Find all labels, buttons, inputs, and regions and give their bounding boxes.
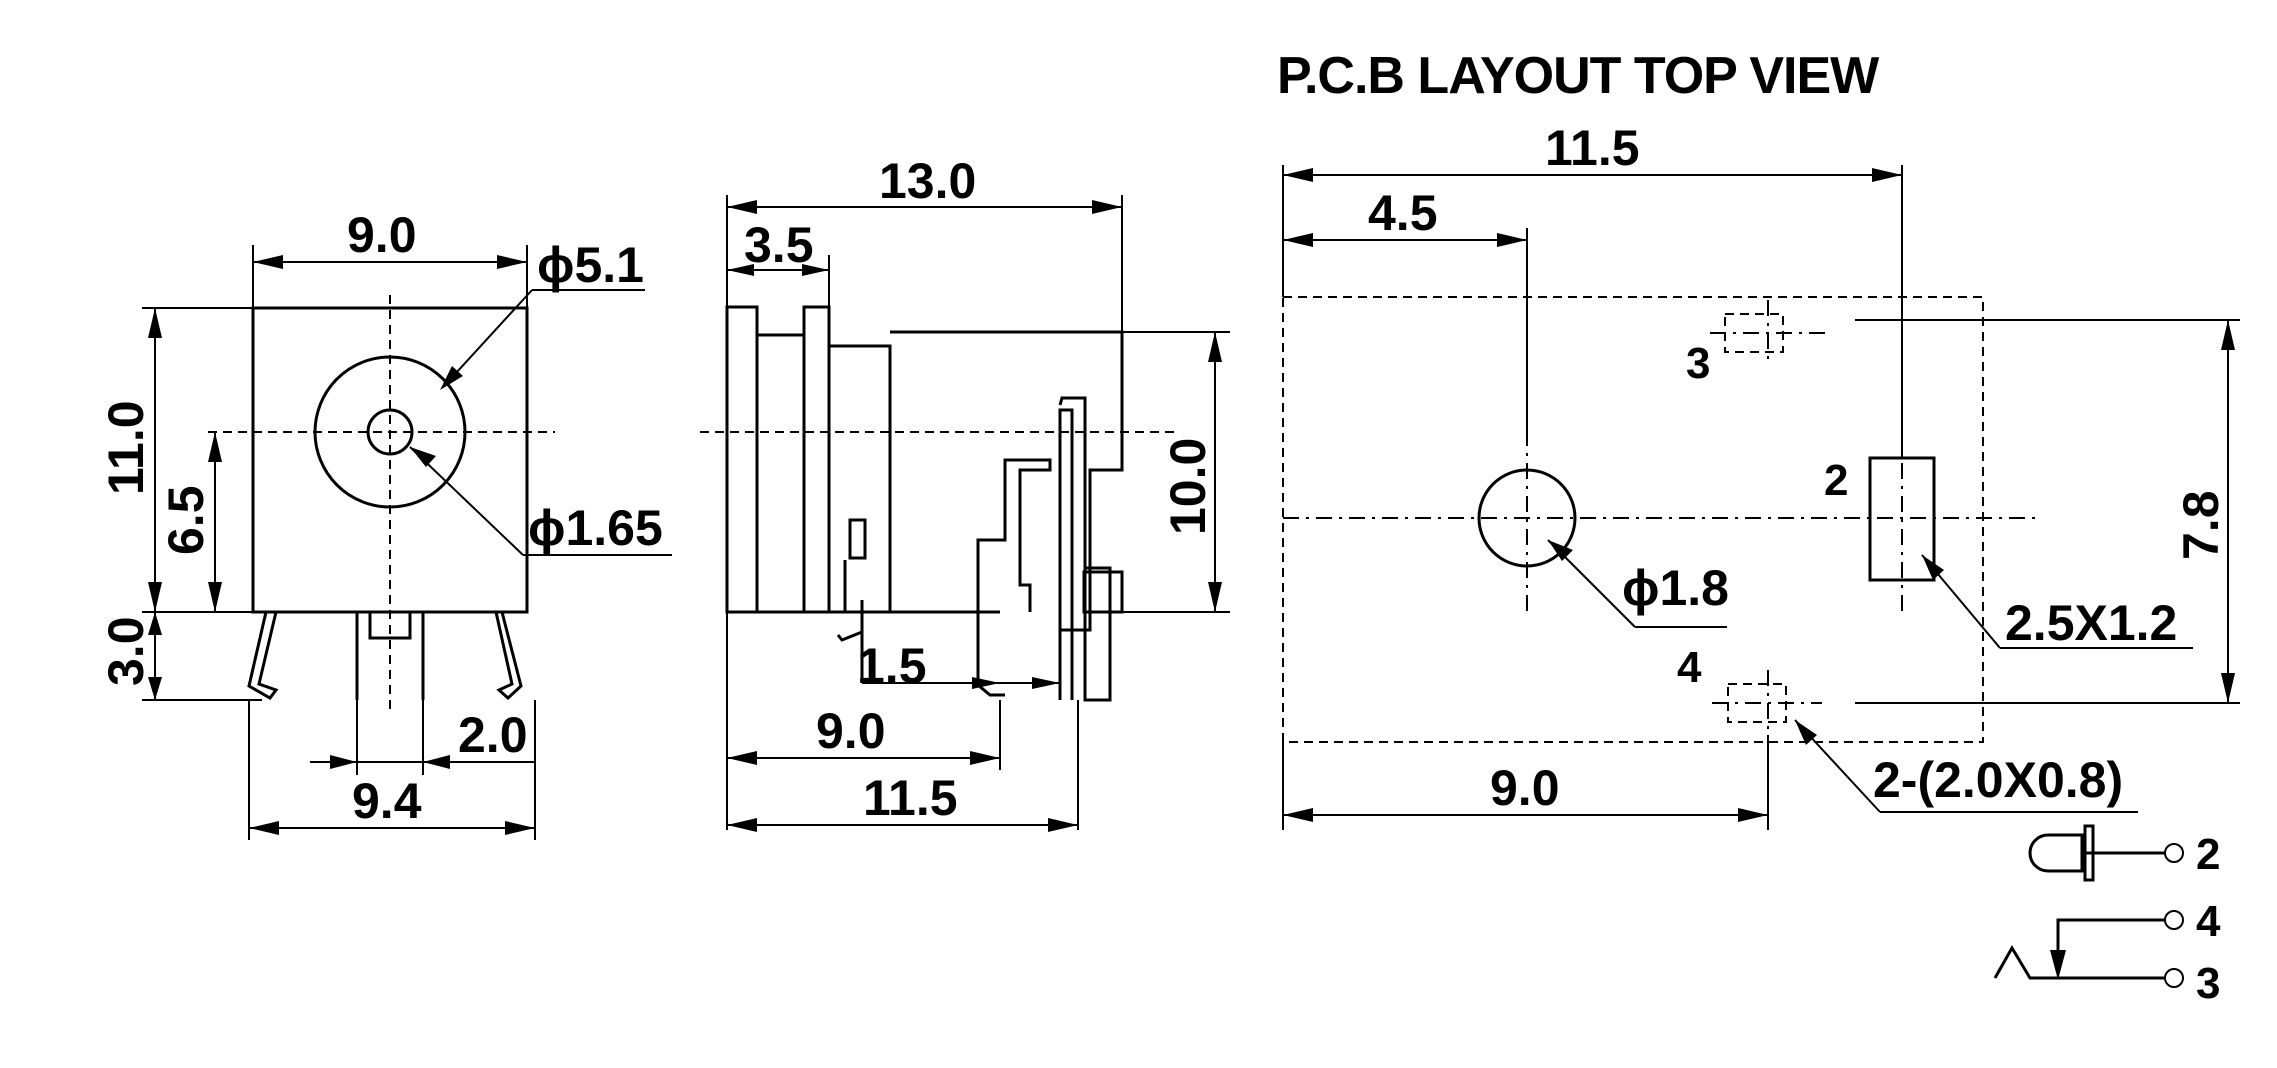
side-flange-2 — [802, 305, 831, 614]
side-body-back — [757, 333, 892, 614]
arrow — [1283, 233, 1313, 247]
pcb-layout-view: 3 2 4 11.5 4.5 7.8 9 — [1282, 120, 2240, 830]
pin-span-label: 9.4 — [352, 773, 422, 829]
front-right-pin — [494, 611, 523, 701]
schematic-barrel — [2028, 833, 2084, 873]
arrow — [410, 447, 436, 467]
side-pin-slot — [848, 518, 867, 560]
arrow — [1497, 233, 1527, 247]
side-tab — [1082, 570, 1124, 614]
leader-5-1 — [444, 289, 533, 386]
center-pin-circle — [366, 408, 414, 456]
arrow — [148, 308, 162, 338]
schematic-contact-arrow — [2050, 950, 2066, 980]
side-inner-step — [976, 458, 1052, 697]
schematic-pin2-label: 2 — [2196, 830, 2220, 879]
schematic-pin4-label: 4 — [2196, 897, 2221, 946]
pad-3-label: 3 — [1686, 339, 1710, 388]
front-center-height-label: 6.5 — [158, 485, 214, 555]
arrow — [727, 818, 757, 832]
arrow — [1922, 555, 1944, 580]
side-height-label: 10.0 — [1160, 438, 1216, 535]
pad-4-label: 4 — [1677, 643, 1702, 692]
arrow — [2221, 673, 2235, 703]
pcb-height-label: 7.8 — [2173, 490, 2229, 560]
arrow — [802, 264, 829, 276]
pcb-total-width-label: 11.5 — [1545, 120, 1640, 176]
jack-schematic: 2 4 3 — [1993, 824, 2221, 1008]
side-flange-label: 3.5 — [744, 217, 814, 273]
front-width-label: 9.0 — [347, 207, 417, 263]
arrow — [148, 582, 162, 612]
front-center-pin-slot — [368, 610, 412, 640]
pad2-size-label: 2.5X1.2 — [2005, 595, 2177, 651]
arrow — [727, 200, 757, 214]
arrow — [972, 677, 1000, 689]
arrow — [497, 255, 527, 269]
arrow — [249, 821, 279, 835]
arrow — [1283, 808, 1313, 822]
arrow — [1032, 677, 1060, 689]
arrow — [1872, 168, 1902, 182]
side-flange-1 — [725, 305, 759, 614]
pin-offset-label: 2.0 — [458, 707, 528, 763]
pin-diameter-label: ϕ1.65 — [528, 500, 663, 556]
drawing-title: P.C.B LAYOUT TOP VIEW — [1277, 47, 1880, 105]
side-view: 13.0 3.5 10.0 1.5 9.0 11.5 — [700, 153, 1230, 832]
arrow — [1795, 720, 1817, 745]
arrow — [1092, 200, 1122, 214]
schematic-barrel-flange — [2083, 824, 2095, 882]
arrow — [1738, 808, 1768, 822]
arrow — [330, 755, 357, 769]
arrow — [253, 255, 283, 269]
arrow — [727, 264, 754, 276]
pcb-hole-offset-label: 4.5 — [1368, 185, 1438, 241]
side-pin-pos-a-label: 9.0 — [816, 703, 886, 759]
schematic-pin4-terminal — [2164, 910, 2184, 930]
schematic-pin3-terminal — [2164, 968, 2184, 988]
arrow — [505, 821, 535, 835]
schematic-pin2-terminal — [2164, 843, 2184, 863]
arrow — [1208, 582, 1222, 612]
arrow — [208, 432, 222, 462]
pcb-outline — [1282, 296, 1984, 743]
arrow — [148, 612, 162, 635]
side-length-label: 13.0 — [879, 153, 976, 209]
pad-2-label: 2 — [1824, 456, 1848, 505]
front-center-pin — [355, 612, 425, 700]
side-pin-pos-b-label: 11.5 — [863, 770, 958, 826]
arrow — [727, 751, 757, 765]
schematic-pin3-label: 3 — [2196, 959, 2220, 1008]
leader-1-65 — [409, 446, 524, 556]
side-pin-width-label: 1.5 — [857, 638, 927, 694]
arrow — [440, 366, 463, 390]
arrow — [423, 755, 450, 769]
arrow — [1048, 818, 1078, 832]
schematic-pin3-line — [1993, 945, 2166, 980]
front-pin-length-label: 3.0 — [98, 616, 154, 686]
arrow — [1548, 540, 1573, 561]
outer-barrel-circle — [313, 355, 467, 509]
arrow — [148, 677, 162, 700]
arrow — [970, 751, 1000, 765]
side-spring-contact — [1058, 396, 1112, 702]
pcb-hole-diameter-label: ϕ1.8 — [1622, 560, 1729, 616]
front-view: 9.0 11.0 6.5 3.0 ϕ5.1 ϕ1.65 — [98, 207, 672, 840]
arrow — [208, 582, 222, 612]
pad34-size-label: 2-(2.0X0.8) — [1873, 752, 2123, 808]
arrow — [1283, 168, 1313, 182]
front-left-pin — [247, 611, 279, 700]
pcb-pad-offset-label: 9.0 — [1490, 760, 1560, 816]
arrow — [1208, 332, 1222, 362]
side-pin — [836, 560, 864, 680]
front-height-label: 11.0 — [98, 400, 154, 495]
outer-diameter-label: ϕ5.1 — [537, 237, 644, 293]
arrow — [2221, 320, 2235, 350]
schematic-pin4-line — [2056, 918, 2166, 970]
